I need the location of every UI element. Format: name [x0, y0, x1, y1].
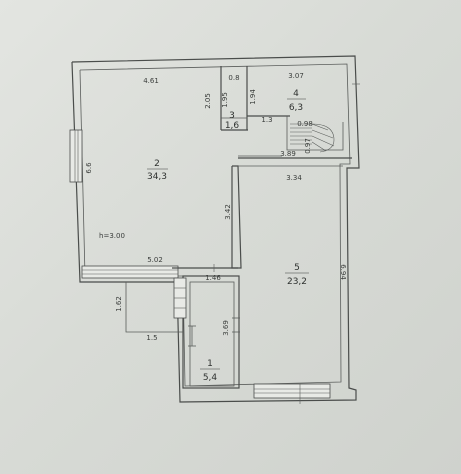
room-5-number: 5: [294, 263, 300, 273]
room-3-area: 1,6: [225, 121, 240, 131]
ceiling-height: h=3.00: [99, 232, 125, 240]
interior-walls: [220, 66, 352, 269]
dim-room5-side: 6.94: [339, 264, 347, 280]
dim-room2-right: 3.42: [224, 204, 232, 220]
dim-stair-a: 1.3: [261, 116, 272, 124]
dim-porch-top: 1.46: [205, 274, 221, 282]
room-1-area: 5,4: [203, 373, 218, 383]
room-4-area: 6,3: [289, 103, 303, 113]
dim-room3-a: 2.05: [204, 93, 212, 109]
room-3-number: 3: [229, 111, 235, 121]
dim-room5-top: 3.34: [286, 174, 302, 182]
dim-top-small: 0.8: [228, 74, 239, 82]
dim-stair-b: 0.98: [297, 120, 313, 128]
room1-porch: [125, 267, 240, 389]
dimension-labels: 4.61 0.8 3.07 6.6 2.05 1.95 1.94 1.3 0.9…: [85, 72, 347, 342]
windows: [69, 129, 331, 404]
dim-side-room2: 6.6: [85, 162, 93, 174]
dim-top-room2: 4.61: [143, 77, 159, 85]
dim-porch-bottom: 1.5: [146, 334, 157, 342]
door-marks: [213, 83, 360, 272]
outer-walls: [71, 55, 360, 403]
dim-room2-bottom: 5.02: [147, 256, 163, 264]
stair-steps: [290, 123, 335, 153]
dim-stair-d: 0.97: [304, 138, 312, 154]
room-labels: 2 34,3 3 1,6 4 6,3 5 23,2 1 5,4: [147, 89, 309, 383]
room-1-number: 1: [207, 359, 213, 369]
dim-stair-c: 3.89: [280, 150, 296, 158]
room-2-area: 34,3: [147, 172, 167, 182]
room-5-area: 23,2: [287, 277, 307, 287]
dim-room1-side: 3.69: [222, 320, 230, 336]
dim-room4-side: 1.94: [249, 89, 257, 105]
dim-room3-b: 1.95: [221, 92, 229, 108]
dim-top-room4: 3.07: [288, 72, 304, 80]
dim-porch-side: 1.62: [115, 296, 123, 312]
room-4-number: 4: [293, 89, 299, 99]
room-2-number: 2: [154, 159, 160, 169]
